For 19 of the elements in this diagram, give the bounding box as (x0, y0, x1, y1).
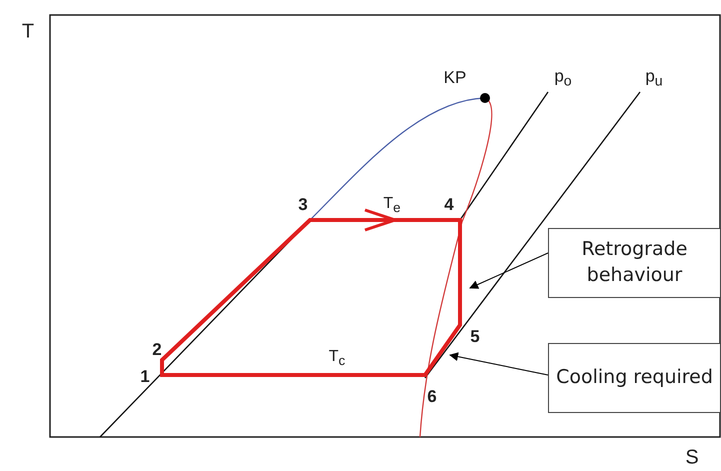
axis-label: S (685, 446, 699, 470)
callout-text: Cooling required (556, 365, 713, 390)
leader-arrow (449, 352, 548, 376)
temperature-label: T$_{c}$ (328, 348, 346, 368)
callout-text: Retrograde behaviour (580, 237, 688, 288)
isobar-label: p$_{o}$ (554, 66, 572, 90)
point-number: 4 (444, 195, 454, 215)
isobar-label: p$_{u}$ (645, 66, 663, 90)
point-number: 6 (427, 387, 437, 407)
point-number: 2 (152, 340, 162, 360)
point-number: 5 (470, 327, 480, 347)
point-number: 1 (140, 367, 150, 387)
point-number: 3 (298, 195, 308, 215)
callout-box (548, 343, 721, 413)
leader-arrow (469, 252, 548, 289)
temperature-label: T$_{e}$ (383, 194, 401, 216)
critical-point-label: KP (444, 68, 466, 88)
callout-box (548, 228, 721, 298)
axis-label: T (22, 20, 34, 44)
